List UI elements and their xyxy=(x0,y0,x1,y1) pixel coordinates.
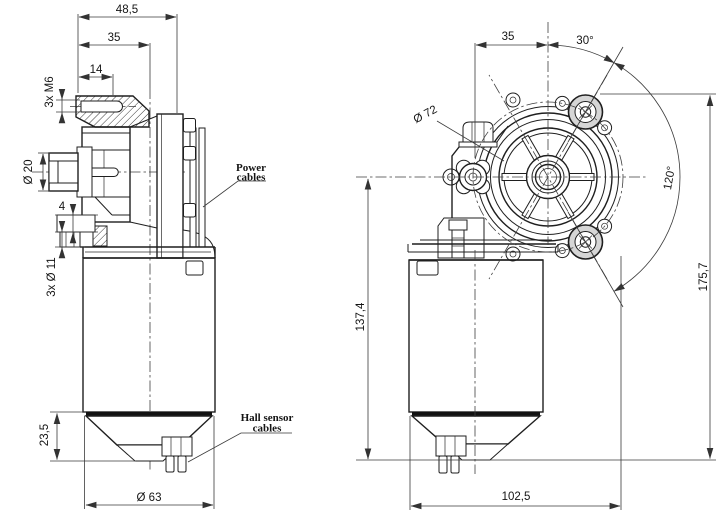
power-cables-leader xyxy=(202,180,266,208)
side-view-extension-lines xyxy=(38,14,215,509)
hall-cables-label-line2: cables xyxy=(253,423,282,435)
dim-mounting-thread: 3x M6 xyxy=(44,76,56,107)
worm-bearing-boss xyxy=(442,159,491,195)
dim-boss-depth: 14 xyxy=(90,64,103,76)
dim-body-height: 137,4 xyxy=(355,302,367,331)
front-view-centerlines xyxy=(356,22,648,474)
dim-boss-angle: 30° xyxy=(576,35,593,47)
mounting-plate xyxy=(156,113,216,259)
plate-bolts xyxy=(183,118,196,218)
power-cable-plates xyxy=(189,127,206,248)
dim-overall-height: 175,7 xyxy=(698,263,710,292)
side-view: 48,5 35 14 3x M6 Ø 20 4 3x Ø 11 23,5 Ø 6… xyxy=(23,4,294,509)
front-view-extension-lines xyxy=(356,43,716,510)
hall-cables-label-line1: Hall sensor xyxy=(241,412,294,424)
mounting-lug-grommet xyxy=(56,214,96,248)
cover-ear-bottom-left xyxy=(505,246,521,262)
dim-end-cap-height: 23,5 xyxy=(39,424,51,446)
front-view: 35 30° Ø 72 120° 137,4 175,7 102,5 xyxy=(355,22,716,510)
dim-axis-offset: 35 xyxy=(502,31,515,43)
housing-left-side xyxy=(451,121,509,232)
dim-motor-diameter: Ø 63 xyxy=(137,492,162,504)
dim-gearbox-depth: 35 xyxy=(108,32,121,44)
dim-overall-width: 102,5 xyxy=(502,491,531,503)
hall-cables-leader xyxy=(187,432,292,463)
clamp-bracket xyxy=(437,217,485,259)
dim-boss-span-angle: 120° xyxy=(662,165,678,191)
motor-end-cap-front xyxy=(410,412,542,474)
side-view-dimension-lines xyxy=(39,13,214,509)
power-cables-label-line1: Power xyxy=(236,162,266,174)
cover-ear-top-left xyxy=(505,92,521,108)
front-view-dimension-lines xyxy=(364,41,714,510)
hall-connector xyxy=(161,436,193,473)
dim-bolt-circle: Ø 72 xyxy=(412,104,440,126)
dim-shaft-diameter: Ø 20 xyxy=(23,160,35,185)
output-shaft xyxy=(48,152,79,192)
power-cables-label-line2: cables xyxy=(237,172,266,184)
dim-mounting-holes: 3x Ø 11 xyxy=(46,257,58,296)
hatched-mounting-boss xyxy=(75,95,150,128)
motor-end-cap xyxy=(84,412,214,462)
motor-body xyxy=(82,257,216,413)
dim-lug-thickness: 4 xyxy=(59,201,66,213)
dim-overall-depth: 48,5 xyxy=(116,4,138,16)
motor-body-front xyxy=(408,259,544,413)
